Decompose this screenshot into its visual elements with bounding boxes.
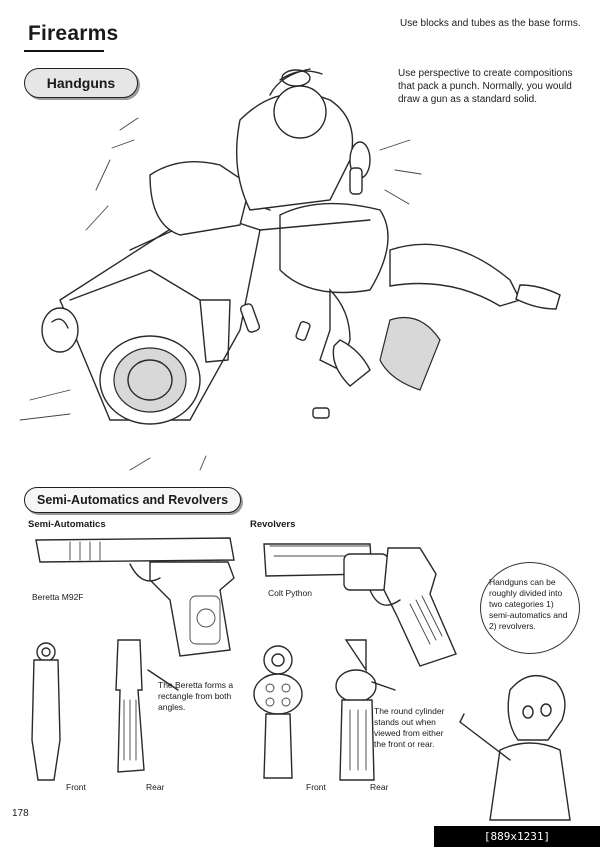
handguns-section-label: Handguns bbox=[24, 68, 138, 98]
revolver-rear-label: Rear bbox=[370, 782, 389, 792]
semi-automatics-heading: Semi-Automatics bbox=[28, 519, 106, 530]
categories-speech-bubble: Handguns can be roughly divided into two… bbox=[480, 562, 580, 654]
revolvers-heading: Revolvers bbox=[250, 519, 296, 530]
character-figure bbox=[149, 68, 561, 391]
colt-python-side-drawing bbox=[263, 543, 457, 667]
shell-casings bbox=[240, 167, 363, 419]
cylinder-note: The round cylinder stands out when viewe… bbox=[374, 706, 445, 749]
perspective-note: Use perspective to create compositions t… bbox=[398, 68, 573, 105]
semi-rear-label: Rear bbox=[146, 782, 165, 792]
revolver-front-label: Front bbox=[306, 782, 326, 792]
semi-front-view bbox=[31, 642, 61, 781]
upload-watermark: [889x1231] https://upic.me/ bbox=[434, 826, 600, 864]
beretta-side-drawing bbox=[35, 537, 235, 657]
revolver-rear-view bbox=[335, 639, 377, 781]
action-lines bbox=[19, 117, 422, 471]
page-number: 178 bbox=[12, 808, 29, 819]
foreshortened-handgun bbox=[41, 199, 271, 425]
pointing-character bbox=[459, 674, 571, 821]
semi-front-label: Front bbox=[66, 782, 86, 792]
beretta-label: Beretta M92F bbox=[32, 592, 84, 602]
semi-revolvers-section-label: Semi-Automatics and Revolvers bbox=[24, 487, 242, 513]
beretta-rectangle-note: The Beretta forms a rectangle from both … bbox=[158, 680, 234, 712]
front-rear-view-drawings bbox=[31, 639, 396, 781]
colt-python-label: Colt Python bbox=[268, 588, 312, 598]
title-underline bbox=[24, 50, 104, 52]
hero-illustration bbox=[19, 68, 561, 471]
top-note: Use blocks and tubes as the base forms. bbox=[400, 18, 581, 29]
semi-rear-view bbox=[115, 639, 145, 773]
revolver-front-view bbox=[253, 645, 303, 779]
page-title: Firearms bbox=[28, 22, 119, 45]
